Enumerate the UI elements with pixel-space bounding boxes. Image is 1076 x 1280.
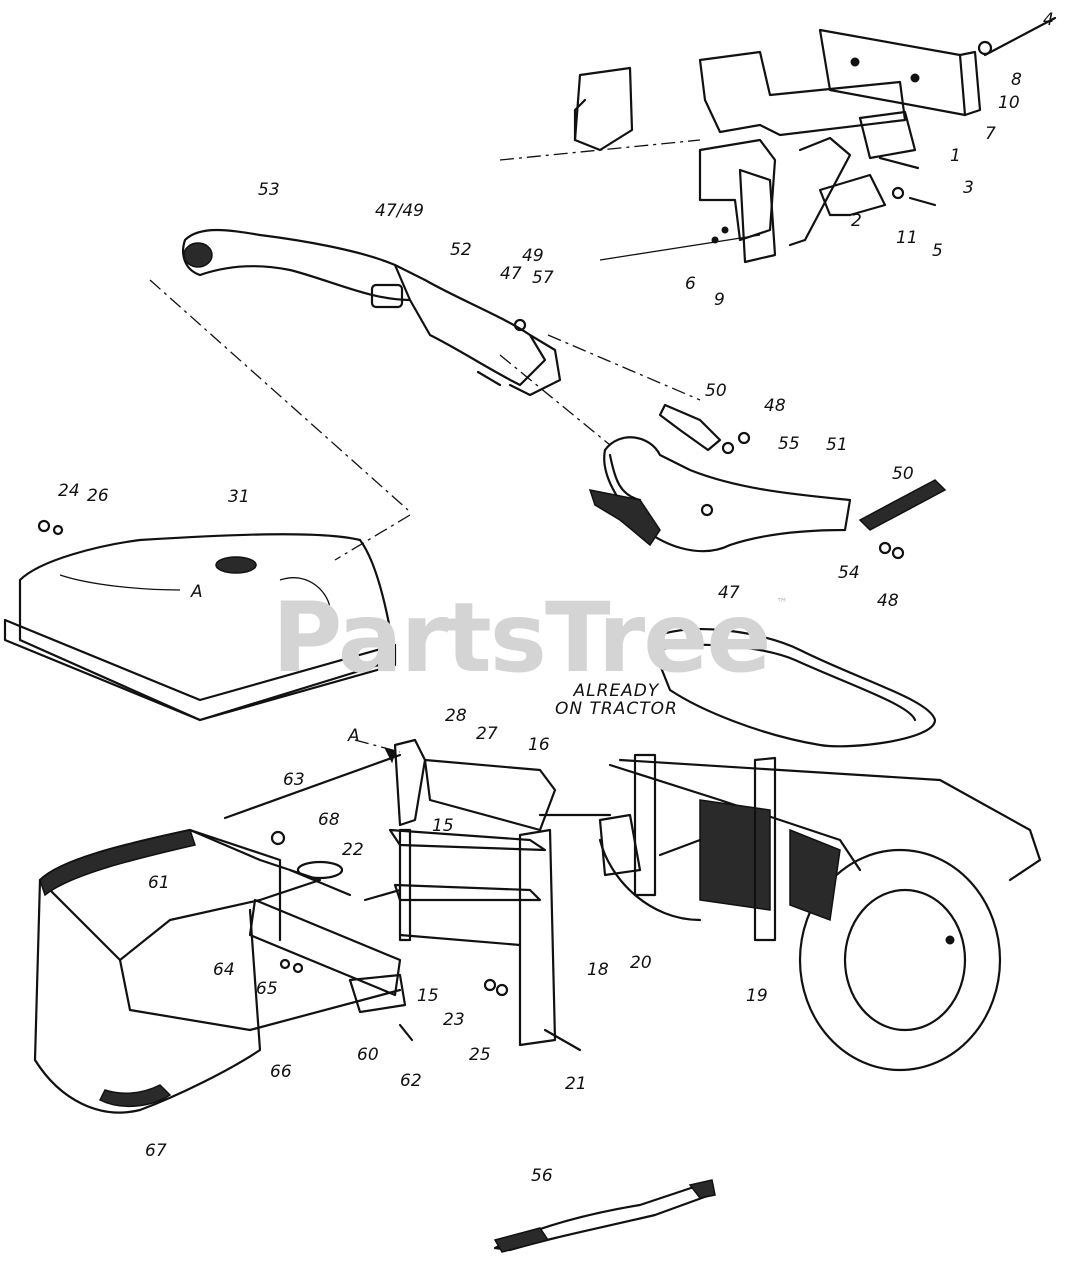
callout-51: 51 [826,435,848,455]
callout-48-lower: 48 [877,591,899,611]
callout-25: 25 [469,1045,491,1065]
tractor-rear [598,627,1042,1072]
callout-55: 55 [778,434,800,454]
callout-62: 62 [400,1071,422,1091]
callout-16: 16 [528,735,550,755]
callout-10: 10 [998,93,1020,113]
callout-52: 52 [450,240,472,260]
catcher-cover [3,279,411,722]
callout-68: 68 [318,810,340,830]
callout-54: 54 [838,563,860,583]
callout-A-cover: A [191,582,203,602]
callout-5: 5 [932,241,943,261]
callout-15-upper: 15 [432,816,454,836]
hitch-frame [223,738,612,1047]
callout-22: 22 [342,840,364,860]
already-on-tractor-note: ALREADY ON TRACTOR [555,681,678,719]
callout-2: 2 [851,211,862,231]
callout-3: 3 [963,178,974,198]
note-line-1: ALREADY [573,681,660,701]
callout-65: 65 [256,979,278,999]
callout-1: 1 [950,146,961,166]
callout-20: 20 [630,953,652,973]
callout-60: 60 [357,1045,379,1065]
trademark-mark: ™ [776,596,788,610]
note-line-2: ON TRACTOR [555,698,678,719]
callout-66: 66 [270,1062,292,1082]
callout-56: 56 [531,1166,553,1186]
callout-18: 18 [587,960,609,980]
callout-19: 19 [746,986,768,1006]
callout-28: 28 [445,706,467,726]
callout-6: 6 [685,274,696,294]
callout-47-49: 47/49 [375,201,424,221]
callout-15-lower: 15 [417,986,439,1006]
callout-21: 21 [565,1074,587,1094]
discharge-tube-assembly [182,228,947,560]
callout-27: 27 [476,724,498,744]
callout-8: 8 [1011,70,1022,90]
callout-24: 24 [58,481,80,501]
callout-57: 57 [532,268,554,288]
callout-11: 11 [896,228,918,248]
callout-23: 23 [443,1010,465,1030]
callout-53: 53 [258,180,280,200]
callout-64: 64 [213,960,235,980]
callout-61: 61 [148,873,170,893]
grass-bag [33,828,407,1114]
callout-9: 9 [714,290,725,310]
callout-7: 7 [985,124,996,144]
callout-A-frame: A [348,726,360,746]
callout-67: 67 [145,1141,167,1161]
callout-4: 4 [1043,10,1054,30]
callout-47-upper: 47 [500,264,522,284]
mower-blade [493,1179,716,1253]
callout-50-right: 50 [892,464,914,484]
callout-48-upper: 48 [764,396,786,416]
weight-bracket-assembly [499,16,1057,264]
callout-49: 49 [522,246,544,266]
callout-63: 63 [283,770,305,790]
callout-47-lower: 47 [718,583,740,603]
callout-26: 26 [87,486,109,506]
callout-31: 31 [228,487,250,507]
watermark: PartsTree [272,582,771,694]
fasteners [270,830,702,1052]
callout-50-left: 50 [705,381,727,401]
